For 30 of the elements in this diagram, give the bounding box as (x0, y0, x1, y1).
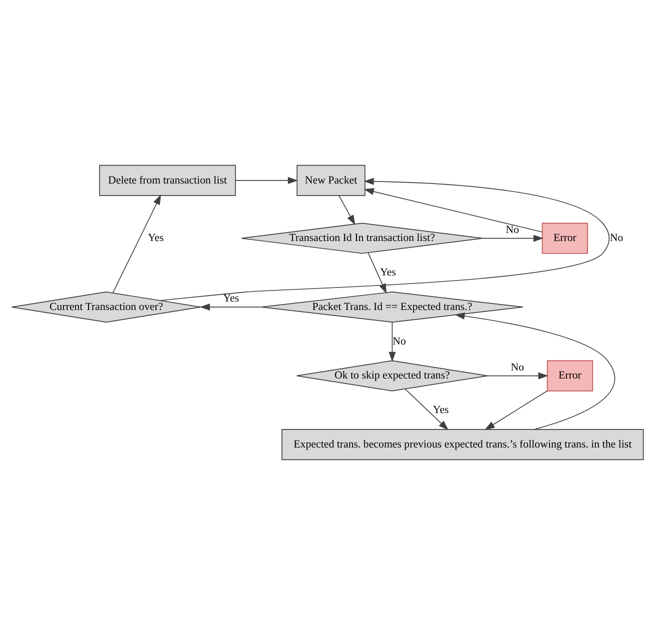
edge-label: Yes (380, 266, 396, 278)
arrow (235, 176, 298, 184)
edge-label: No (392, 334, 406, 347)
arrow (482, 234, 544, 242)
node-box: New Packet (296, 164, 366, 196)
arrow (368, 252, 387, 294)
edge-label: No (510, 360, 524, 373)
edge-label: Yes (432, 404, 449, 416)
edge-label: Yes (148, 232, 164, 244)
arrow (484, 390, 548, 430)
edge-label: Yes (223, 292, 239, 304)
edge-label: No (506, 223, 520, 236)
arrow (112, 194, 162, 293)
node-diamond: Current Transaction over? (11, 291, 202, 322)
edge-label: No (610, 232, 624, 244)
arrow (404, 388, 449, 430)
node-box: Error (542, 222, 588, 254)
arrow (388, 322, 396, 362)
arrow (487, 372, 548, 379)
arrow (200, 303, 262, 310)
node-diamond: Transaction Id In transaction list? (241, 222, 484, 254)
node-diamond: Ok to skip expected trans? (296, 360, 488, 391)
arrow (454, 312, 616, 430)
arrow (160, 177, 610, 300)
node-box: Expected trans. becomes previous expected trans.’s following trans. in the list (282, 428, 644, 460)
arrow (364, 188, 543, 232)
node-box: Delete from transaction list (99, 164, 236, 196)
node-diamond: Packet Trans. Id == Expected trans.? (260, 291, 524, 322)
node-box: Error (546, 360, 594, 391)
arrow (338, 194, 356, 225)
